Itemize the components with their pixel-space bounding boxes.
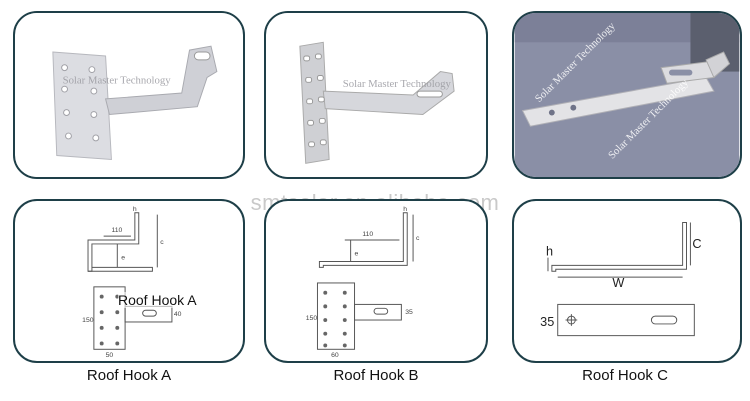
- height-dimension: h: [546, 245, 553, 259]
- hook-b-photo: Solar Master Technology: [266, 13, 486, 177]
- top-dimension: 110: [362, 231, 373, 238]
- side-dimension: c: [416, 235, 420, 242]
- hook-c-drawing: h W C 35: [540, 221, 702, 337]
- plate-width-dimension: 60: [331, 352, 339, 359]
- top-dimension: 110: [111, 227, 122, 234]
- hook-c-photo: Solar Master Technology Solar Master Tec…: [514, 13, 740, 177]
- plate-height-dimension: 150: [306, 315, 318, 322]
- height-dimension: h: [133, 206, 137, 213]
- slot-dimension: 40: [174, 311, 182, 318]
- hook-b-drawing: 110 h c e 150 60 35: [306, 206, 420, 359]
- hook-a-photo: Solar Master Technology: [15, 13, 243, 177]
- caption-hook-b: Roof Hook B: [333, 367, 419, 384]
- side-dimension: C: [692, 237, 701, 251]
- photo-watermark: Solar Master Technology: [63, 74, 172, 86]
- height-dimension: h: [403, 206, 407, 213]
- offset-dimension: e: [121, 255, 125, 262]
- photo-card-hook-b: Solar Master Technology: [264, 11, 488, 179]
- photo-card-hook-c: Solar Master Technology Solar Master Tec…: [512, 11, 742, 179]
- plate-width-dimension: 35: [540, 315, 554, 329]
- caption-hook-a: Roof Hook A: [86, 367, 172, 384]
- caption-hook-c: Roof Hook C: [582, 367, 668, 384]
- overlay-hook-label: Roof Hook A: [118, 292, 197, 308]
- plate-width-dimension: 50: [106, 352, 114, 359]
- hook-a-drawing: 110 h c e 150 50 40: [82, 206, 182, 359]
- side-dimension: c: [160, 239, 164, 246]
- drawing-card-hook-c: h W C 35: [512, 199, 742, 363]
- offset-dimension: e: [355, 251, 359, 258]
- length-dimension: W: [612, 276, 624, 290]
- photo-card-hook-a: Solar Master Technology: [13, 11, 245, 179]
- slot-dimension: 35: [405, 309, 413, 316]
- drawing-card-hook-b: 110 h c e 150 60 35: [264, 199, 488, 363]
- photo-watermark: Solar Master Technology: [343, 78, 452, 90]
- plate-height-dimension: 150: [82, 317, 94, 324]
- drawing-card-hook-a: 110 h c e 150 50 40: [13, 199, 245, 363]
